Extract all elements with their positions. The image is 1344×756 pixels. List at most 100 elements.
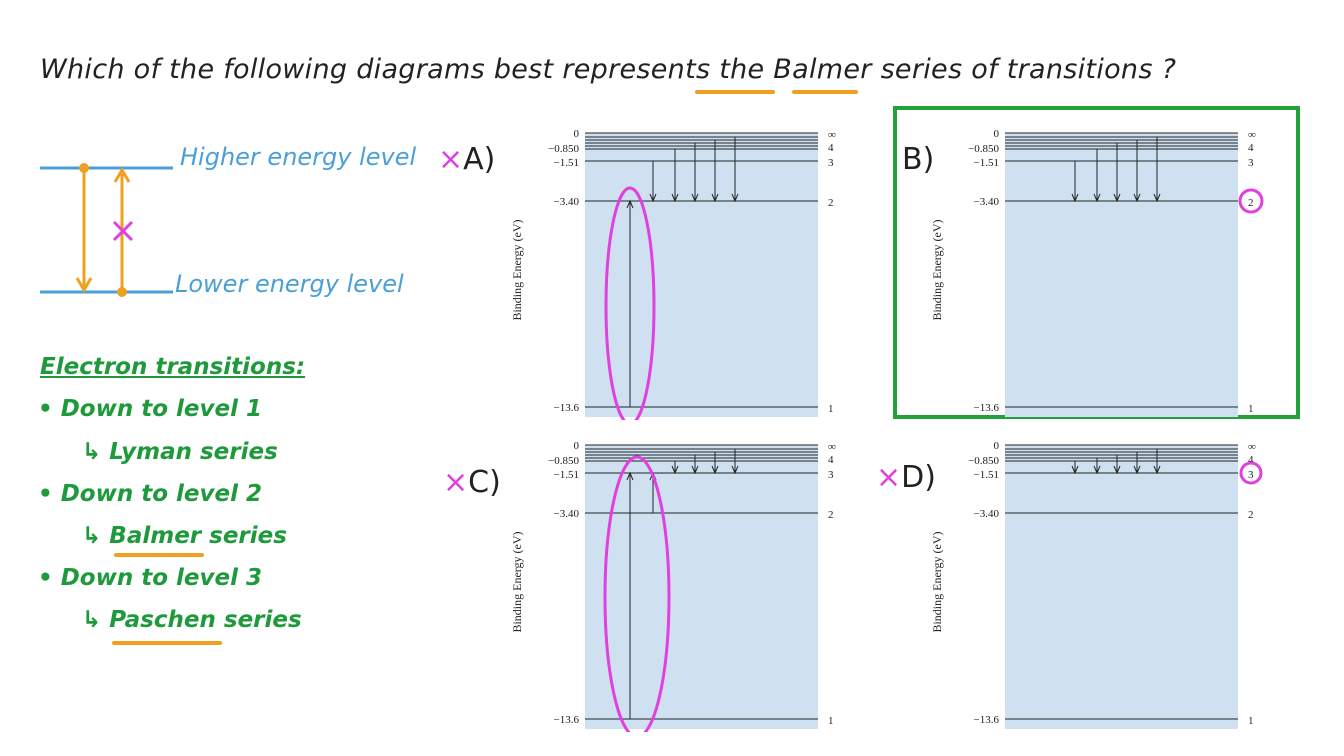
arrow-head: [626, 199, 634, 209]
note-item-3: • Down to level 3: [38, 565, 262, 591]
level-label: 4: [1248, 142, 1254, 154]
energy-label: −3.40: [974, 196, 1000, 208]
note-series-1: ↳ Lyman series: [82, 439, 278, 465]
level-label: 1: [828, 403, 834, 415]
option-b-letter: B): [902, 142, 935, 177]
energy-label: −0.850: [548, 143, 579, 155]
level-label: 4: [828, 454, 834, 466]
annotation-circle: [1238, 188, 1264, 214]
cross-mark: ×: [876, 460, 902, 495]
energy-label: 0: [994, 440, 1000, 452]
option-c-letter: C): [468, 465, 501, 500]
cross-mark: ×: [438, 142, 464, 177]
energy-label: −13.6: [554, 714, 580, 726]
option-d-label[interactable]: ×D): [876, 460, 936, 495]
energy-band: [1005, 445, 1238, 729]
level-label: 3: [1248, 469, 1254, 481]
energy-label: −13.6: [974, 714, 1000, 726]
arrow-head: [1071, 193, 1079, 203]
energy-label: 0: [994, 128, 1000, 140]
arrow-head: [1093, 193, 1101, 203]
energy-label: −3.40: [554, 508, 580, 520]
level-label: 1: [1248, 403, 1254, 415]
underline-balmer: [695, 90, 775, 94]
level-label: 4: [1248, 454, 1254, 466]
arrow-head: [626, 471, 634, 481]
energy-label: −0.850: [968, 143, 999, 155]
arrow-head: [649, 193, 657, 203]
arrow-head: [1071, 465, 1079, 475]
note-series-2: ↳ Balmer series: [82, 523, 287, 549]
level-label: ∞: [828, 441, 836, 453]
option-b-label[interactable]: B): [902, 142, 934, 177]
energy-band: [585, 445, 818, 729]
level-label: 3: [828, 157, 834, 169]
bullet-3: •: [38, 565, 53, 591]
level-label: 1: [828, 715, 834, 727]
level-label: 1: [1248, 715, 1254, 727]
energy-band: [1005, 133, 1238, 417]
energy-label: −3.40: [554, 196, 580, 208]
energy-label: −1.51: [554, 469, 579, 481]
annotation-circle: [603, 455, 671, 732]
bullet-2: •: [38, 481, 53, 507]
note-item-2-text: Down to level 2: [60, 481, 263, 507]
level-label: 3: [1248, 157, 1254, 169]
y-axis-label: Binding Energy (eV): [930, 219, 944, 320]
arrow-head: [671, 465, 679, 475]
level-label: 3: [828, 469, 834, 481]
energy-label: −13.6: [974, 402, 1000, 414]
arrow-head: [1133, 465, 1141, 475]
arrow-head: [671, 193, 679, 203]
arrow-head: [691, 465, 699, 475]
higher-level-label: Higher energy level: [180, 143, 417, 171]
arrow-head: [691, 193, 699, 203]
cross-mark: ×: [443, 465, 469, 500]
arrow-head: [1133, 193, 1141, 203]
arrow-3: ↳: [82, 607, 102, 633]
level-label: 2: [828, 197, 834, 209]
bullet-1: •: [38, 396, 53, 422]
arrow-head: [711, 465, 719, 475]
arrow-head: [1093, 465, 1101, 475]
level-label: ∞: [1248, 441, 1256, 453]
energy-label: −0.850: [548, 455, 579, 467]
option-a-label[interactable]: ×A): [438, 142, 495, 177]
level-label: 2: [828, 509, 834, 521]
lower-level-label: Lower energy level: [175, 270, 404, 298]
note-series-3: ↳ Paschen series: [82, 607, 302, 633]
option-a-letter: A): [463, 142, 496, 177]
note-series-3-text: Paschen series: [109, 607, 302, 633]
question-text: Which of the following diagrams best rep…: [40, 54, 1177, 85]
option-c-label[interactable]: ×C): [443, 465, 501, 500]
note-item-3-text: Down to level 3: [60, 565, 263, 591]
underline-note-paschen: [112, 641, 222, 645]
arrow-head: [1113, 465, 1121, 475]
energy-label: 0: [574, 440, 580, 452]
underline-series: [792, 90, 858, 94]
notes-heading: Electron transitions:: [40, 354, 306, 380]
y-axis-label: Binding Energy (eV): [510, 219, 524, 320]
energy-label: −13.6: [554, 402, 580, 414]
energy-label: −1.51: [554, 157, 579, 169]
energy-label: 0: [574, 128, 580, 140]
arrow-head: [1153, 193, 1161, 203]
note-series-1-text: Lyman series: [109, 439, 278, 465]
arrow-head: [731, 465, 739, 475]
arrow-2: ↳: [82, 523, 102, 549]
arrow-head: [1113, 193, 1121, 203]
note-item-1: • Down to level 1: [38, 396, 262, 422]
energy-label: −0.850: [968, 455, 999, 467]
underline-note-balmer: [114, 553, 204, 557]
arrow-head: [711, 193, 719, 203]
level-label: ∞: [1248, 129, 1256, 141]
energy-band: [585, 133, 818, 417]
arrow-1: ↳: [82, 439, 102, 465]
level-label: 2: [1248, 509, 1254, 521]
note-item-1-text: Down to level 1: [60, 396, 263, 422]
note-item-2: • Down to level 2: [38, 481, 262, 507]
energy-label: −1.51: [974, 469, 999, 481]
